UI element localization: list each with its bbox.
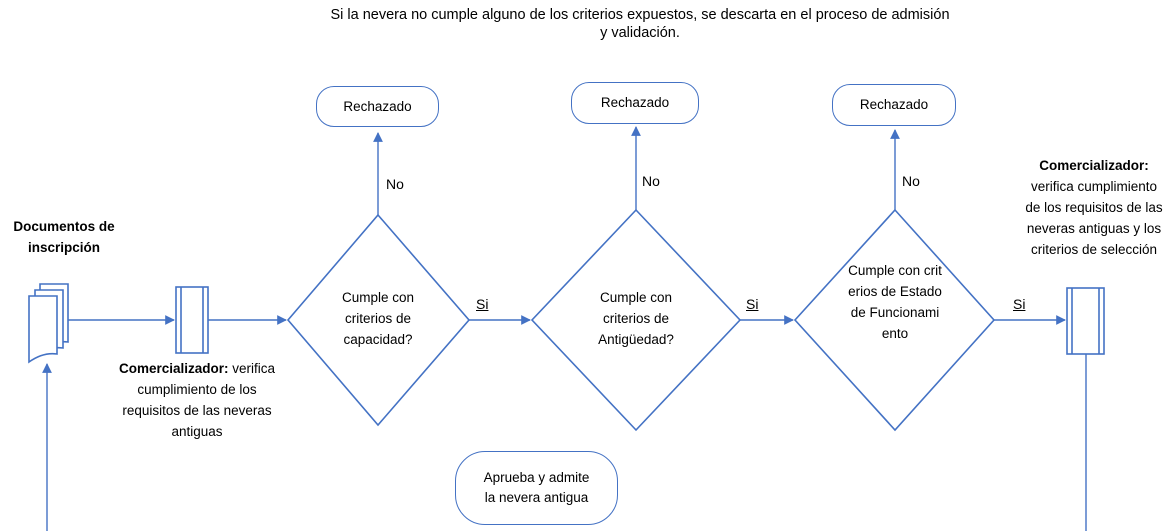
process-box-1 <box>175 286 209 354</box>
decision-text-funcionamiento: Cumple con criterios de Estado de Funcio… <box>848 263 942 341</box>
process2-description: verifica cumplimiento de los requisitos … <box>1025 179 1163 257</box>
flow-note: Si la nevera no cumple alguno de los cri… <box>330 7 950 41</box>
documents-label: Documentos de inscripción <box>13 219 115 255</box>
process1-text: Comercializador: verifica cumplimiento d… <box>112 358 282 442</box>
edge-label-yes-3: Si <box>1013 296 1026 312</box>
approve-label: Aprueba y admite la nevera antigua <box>483 470 590 505</box>
process1-description: verifica cumplimiento de los requisitos … <box>122 361 276 439</box>
rejected-terminator-2: Rechazado <box>571 82 699 124</box>
rejected-label: Rechazado <box>343 98 412 114</box>
edge-label-yes-1: Si <box>476 296 489 312</box>
decision-text-capacity: Cumple con criterios de capacidad? <box>341 290 415 347</box>
decision-text-antiguedad: Cumple con criterios de Antigüedad? <box>598 290 674 347</box>
rejected-terminator-3: Rechazado <box>832 84 956 126</box>
rejected-terminator-1: Rechazado <box>316 86 439 127</box>
edge-label-yes-2: Si <box>746 296 759 312</box>
decision-diamond-antiguedad <box>530 208 742 432</box>
rejected-label: Rechazado <box>600 95 670 110</box>
edge-label-no-1: No <box>386 176 404 192</box>
approve-terminator: Aprueba y admite la nevera antigua <box>455 451 618 525</box>
edge-label-no-3: No <box>902 173 920 189</box>
process1-actor: Comercializador: <box>118 361 229 376</box>
process2-text: Comercializador: verifica cumplimiento d… <box>1025 155 1163 260</box>
decision-diamond-funcionamiento <box>793 208 996 432</box>
process-box-2 <box>1066 287 1105 355</box>
edge-label-no-2: No <box>642 173 660 189</box>
decision-diamond-capacity <box>286 213 471 427</box>
documents-stack-icon <box>28 283 69 364</box>
rejected-label: Rechazado <box>859 97 929 112</box>
process2-actor: Comercializador: <box>1039 158 1149 173</box>
